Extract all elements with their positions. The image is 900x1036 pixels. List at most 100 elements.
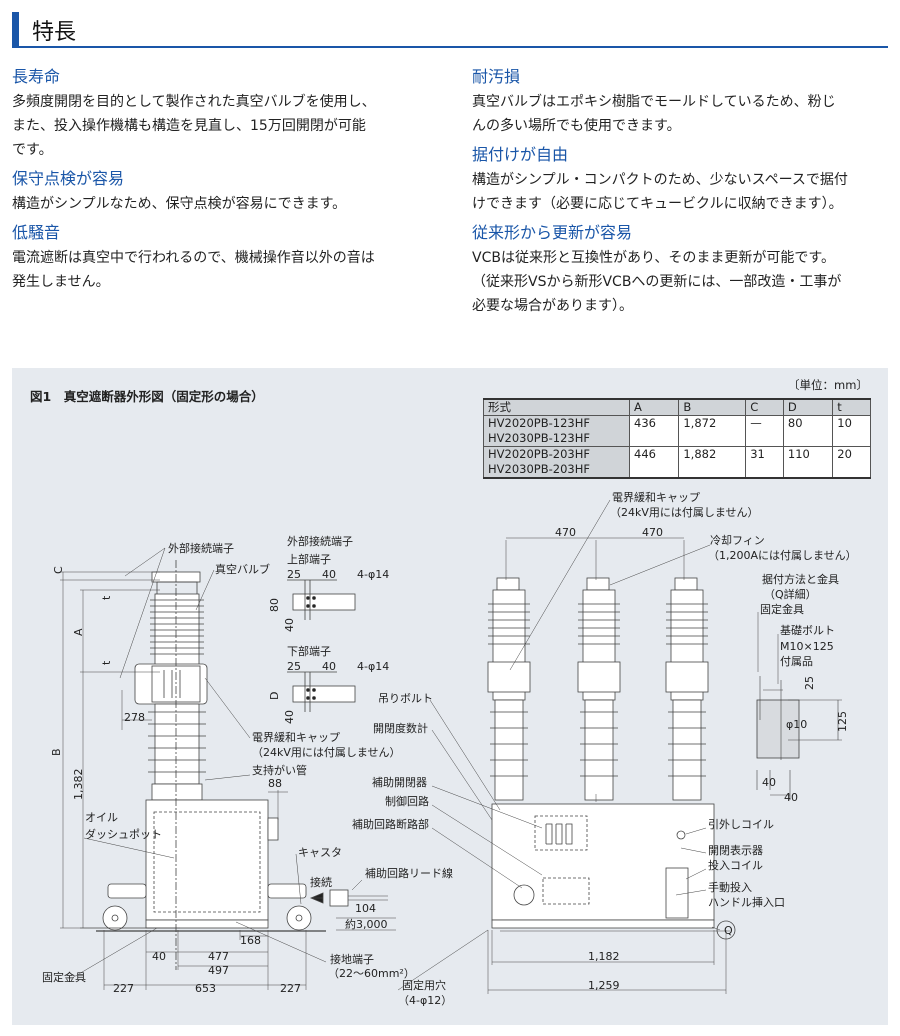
support-insulator	[148, 703, 206, 801]
dim-A: A	[72, 628, 85, 636]
label-insulator: 支持がい管	[252, 764, 307, 777]
label-aux-switch: 補助開閉器	[372, 776, 427, 789]
cell: 110	[782, 446, 834, 479]
section-title: 特長	[32, 20, 77, 45]
dim-104: 104	[355, 902, 376, 915]
feature-text: 発生しません。	[12, 274, 110, 290]
col-header: D	[782, 399, 834, 416]
dim-B: B	[50, 748, 63, 756]
label-control-circuit: 制御回路	[385, 795, 429, 808]
dim-80: 80	[268, 598, 281, 612]
dim-88: 88	[268, 777, 282, 790]
label-counter: 開閉度数計	[373, 722, 428, 735]
col-header: C	[745, 399, 784, 416]
dim-3000: 約3,000	[345, 918, 388, 931]
label-field-cap: 電界緩和キャップ	[612, 491, 700, 504]
label-anchor-size: M10×125	[780, 640, 834, 653]
label-indicator: 開閉表示器	[708, 844, 763, 857]
label-field-cap-note: （24kV用には付属しません）	[252, 746, 401, 759]
side-view	[60, 560, 396, 990]
label-lower-terminal: 下部端子	[287, 645, 331, 658]
dim-168: 168	[240, 934, 261, 947]
cell: 1,882	[678, 446, 747, 479]
feature-text: 構造がシンプル・コンパクトのため、少ないスペースで据付	[472, 172, 848, 188]
feature-title: 耐汚損	[472, 67, 521, 86]
dim-653: 653	[195, 982, 216, 995]
feature-title: 低騒音	[12, 223, 61, 242]
feature-text: 電流遮断は真空中で行われるので、機械操作音以外の音は	[12, 250, 375, 266]
pole-2	[577, 577, 621, 801]
dim-40: 40	[152, 950, 166, 963]
section-header: 特長	[12, 12, 888, 48]
terminal-details	[287, 579, 356, 712]
label-external-terminal: 外部接続端子	[168, 542, 234, 555]
label-caster: キャスタ	[298, 846, 342, 859]
label-fix-bracket: 固定金具	[42, 971, 86, 984]
feature-text: 多頻度開閉を目的として製作された真空バルブを使用し、	[12, 94, 376, 110]
dim-1382: 1,382	[72, 768, 85, 801]
dim-40: 40	[322, 568, 336, 581]
dim-1259: 1,259	[588, 979, 620, 992]
feature-title: 据付けが自由	[472, 145, 569, 164]
label-field-cap-note: （24kV用には付属しません）	[610, 506, 759, 519]
feature-text: です。	[12, 142, 53, 158]
label-field-cap: 電界緩和キャップ	[252, 731, 340, 744]
feature-text: （従来形VSから新形VCBへの更新には、一部改造・工事が	[472, 274, 842, 290]
col-header: B	[678, 399, 747, 416]
feature-text: 真空バルブはエポキシ樹脂でモールドしているため、粉じ	[472, 94, 836, 110]
dim-25: 25	[803, 676, 816, 690]
dim-D: D	[268, 691, 281, 700]
label-handle-inlet: ハンドル挿入口	[708, 896, 785, 909]
dim-470: 470	[555, 526, 576, 539]
feature-title: 長寿命	[12, 67, 61, 86]
dim-125: 125	[836, 711, 849, 732]
dim-278: 278	[124, 711, 145, 724]
label-close-coil: 投入コイル	[708, 859, 763, 872]
label-ground-terminal: 接地端子	[330, 953, 374, 966]
feature-text: んの多い場所でも使用できます。	[472, 118, 681, 134]
figure-panel: 図1 真空遮断器外形図（固定形の場合） 〔単位：mm〕 形式 A B C D t…	[12, 368, 888, 1025]
dim-40: 40	[283, 710, 296, 724]
dim-25: 25	[287, 568, 301, 581]
features-right: 耐汚損 真空バルブはエポキシ樹脂でモールドしているため、粉じ んの多い場所でも使…	[472, 60, 900, 318]
table-header: 形式 A B C D t	[483, 399, 871, 416]
cell: 446	[628, 446, 680, 479]
dim-40: 40	[784, 791, 798, 804]
feature-title: 従来形から更新が容易	[472, 223, 633, 242]
label-hole: 4-φ14	[357, 660, 390, 673]
dim-t: t	[100, 660, 113, 665]
feature-text: また、投入操作機構も構造を見直し、15万回開閉が可能	[12, 118, 366, 134]
label-dashpot: ダッシュポット	[85, 828, 162, 841]
cell: 80	[782, 415, 834, 447]
vacuum-valve-ribs	[150, 593, 204, 667]
pole-1	[487, 577, 531, 801]
feature-text: 必要な場合があります）。	[472, 298, 633, 314]
figure-title: 図1 真空遮断器外形図（固定形の場合）	[30, 389, 264, 404]
cell: 31	[745, 446, 784, 479]
dim-227: 227	[280, 982, 301, 995]
dim-1182: 1,182	[588, 950, 620, 963]
dim-40: 40	[322, 660, 336, 673]
label-fin-note: （1,200Aには付属しません）	[708, 549, 857, 562]
pole-3	[665, 577, 709, 801]
dim-497: 497	[208, 964, 229, 977]
label-q-detail: （Q詳細）	[764, 588, 817, 601]
label-external-terminal-detail: 外部接続端子	[287, 535, 353, 548]
cell: 1,872	[678, 415, 747, 447]
label-vacuum-valve: 真空バルブ	[215, 563, 270, 576]
label-fix-hole: 固定用穴	[402, 979, 446, 992]
dim-470: 470	[642, 526, 663, 539]
label-install: 据付方法と金具	[762, 573, 839, 586]
dim-477: 477	[208, 950, 229, 963]
feature-text: VCBは従来形と互換性があり、そのまま更新が可能です。	[472, 250, 835, 266]
label-fix-bracket: 固定金具	[760, 603, 804, 616]
dim-40: 40	[283, 618, 296, 632]
front-view	[487, 537, 736, 994]
features-left: 長寿命 多頻度開閉を目的として製作された真空バルブを使用し、 また、投入操作機構…	[12, 60, 442, 294]
